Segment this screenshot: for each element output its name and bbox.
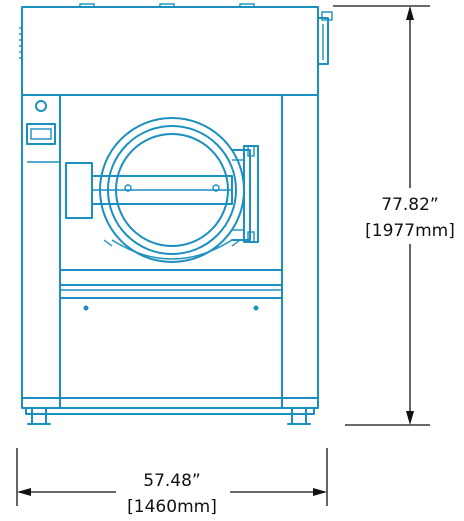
- top-tab-mid: [159, 3, 175, 8]
- foot-right: [291, 407, 307, 425]
- panel-screw-left: [83, 305, 89, 311]
- door-hinge-block: [65, 162, 93, 219]
- foot-left: [31, 407, 47, 425]
- main-body: [21, 94, 319, 409]
- control-display: [26, 123, 56, 145]
- front-door: [65, 117, 259, 263]
- washer-extractor: [19, 3, 333, 425]
- panel-screw-right: [253, 305, 259, 311]
- dimension-lines: [16, 5, 430, 506]
- emergency-stop-button: [35, 100, 47, 112]
- height-arrow-top: [406, 6, 414, 20]
- top-tab-right: [239, 3, 255, 8]
- lower-access-panel: [83, 305, 259, 311]
- base-plate: [25, 407, 315, 415]
- side-power-box: [317, 11, 333, 65]
- width-imperial-label: 57.48”: [143, 471, 200, 491]
- dimension-labels: 77.82” [1977mm] 57.48” [1460mm]: [127, 195, 455, 517]
- top-housing: [21, 6, 319, 96]
- top-tab-left: [79, 3, 95, 8]
- height-metric-label: [1977mm]: [365, 221, 455, 241]
- control-panel: [26, 100, 60, 163]
- width-arrow-left: [17, 488, 31, 496]
- height-arrow-bottom: [406, 411, 414, 425]
- side-vent: [19, 27, 22, 59]
- width-metric-label: [1460mm]: [127, 497, 217, 517]
- width-arrow-right: [313, 488, 327, 496]
- height-imperial-label: 77.82”: [381, 195, 438, 215]
